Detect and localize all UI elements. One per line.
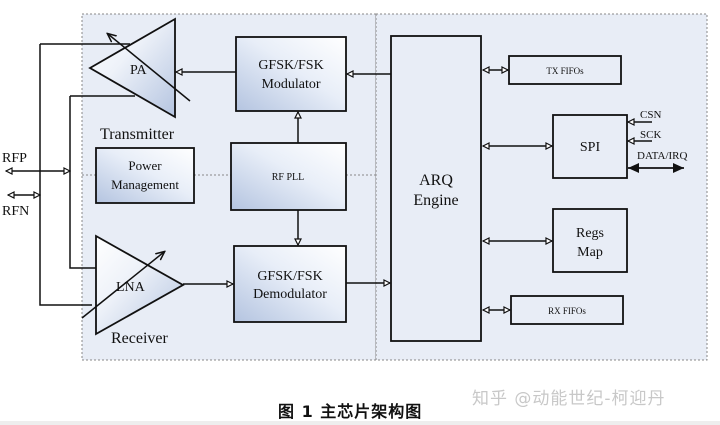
rf-pll-label: RF PLL	[272, 172, 305, 183]
csn-label: CSN	[640, 109, 661, 121]
regs-map-block	[552, 208, 628, 273]
demodulator-label-line1: GFSK/FSK	[257, 269, 322, 284]
modulator-label-line1: GFSK/FSK	[258, 58, 323, 73]
bottom-band	[0, 421, 720, 425]
spi-block	[552, 114, 628, 179]
arq-engine-label-line2: Engine	[413, 192, 458, 209]
lna-label: LNA	[116, 280, 146, 295]
regs-map-label-line2: Map	[577, 245, 603, 260]
rx-fifos-label: RX FIFOs	[548, 306, 586, 316]
power-management-label-line1: Power	[128, 158, 162, 173]
arq-engine-label-line1: ARQ	[419, 172, 453, 189]
antenna-wiring	[39, 43, 135, 306]
spi-label: SPI	[580, 140, 601, 155]
pa-label: PA	[130, 63, 148, 78]
transmitter-label: Transmitter	[100, 126, 175, 143]
demodulator-block	[233, 245, 347, 323]
pa-amplifier	[88, 17, 176, 119]
rx-fifos-block	[510, 295, 624, 325]
modulator-block	[235, 36, 347, 112]
pa-tuning-arrow	[108, 34, 191, 102]
arq-engine-block	[390, 35, 482, 342]
tx-fifos-label: TX FIFOs	[546, 66, 584, 76]
sck-label: SCK	[640, 129, 661, 141]
power-management-label-line2: Management	[111, 177, 179, 192]
lna-tuning-arrow	[81, 252, 164, 319]
receiver-label: Receiver	[111, 330, 169, 347]
regs-map-label-line1: Regs	[576, 226, 604, 241]
lna-amplifier	[95, 234, 185, 336]
modulator-label-line2: Modulator	[261, 77, 320, 92]
rf-pll-block	[230, 142, 347, 211]
power-management-block	[95, 147, 195, 204]
data-irq-label: DATA/IRQ	[637, 150, 688, 162]
figure-caption: 图 1 主芯片架构图	[278, 402, 423, 421]
rfp-label: RFP	[2, 151, 27, 166]
watermark: 知乎 @动能世纪-柯迎丹	[472, 389, 666, 409]
tx-fifos-block	[508, 55, 622, 85]
rfn-label: RFN	[2, 204, 29, 219]
demodulator-label-line2: Demodulator	[253, 287, 327, 302]
